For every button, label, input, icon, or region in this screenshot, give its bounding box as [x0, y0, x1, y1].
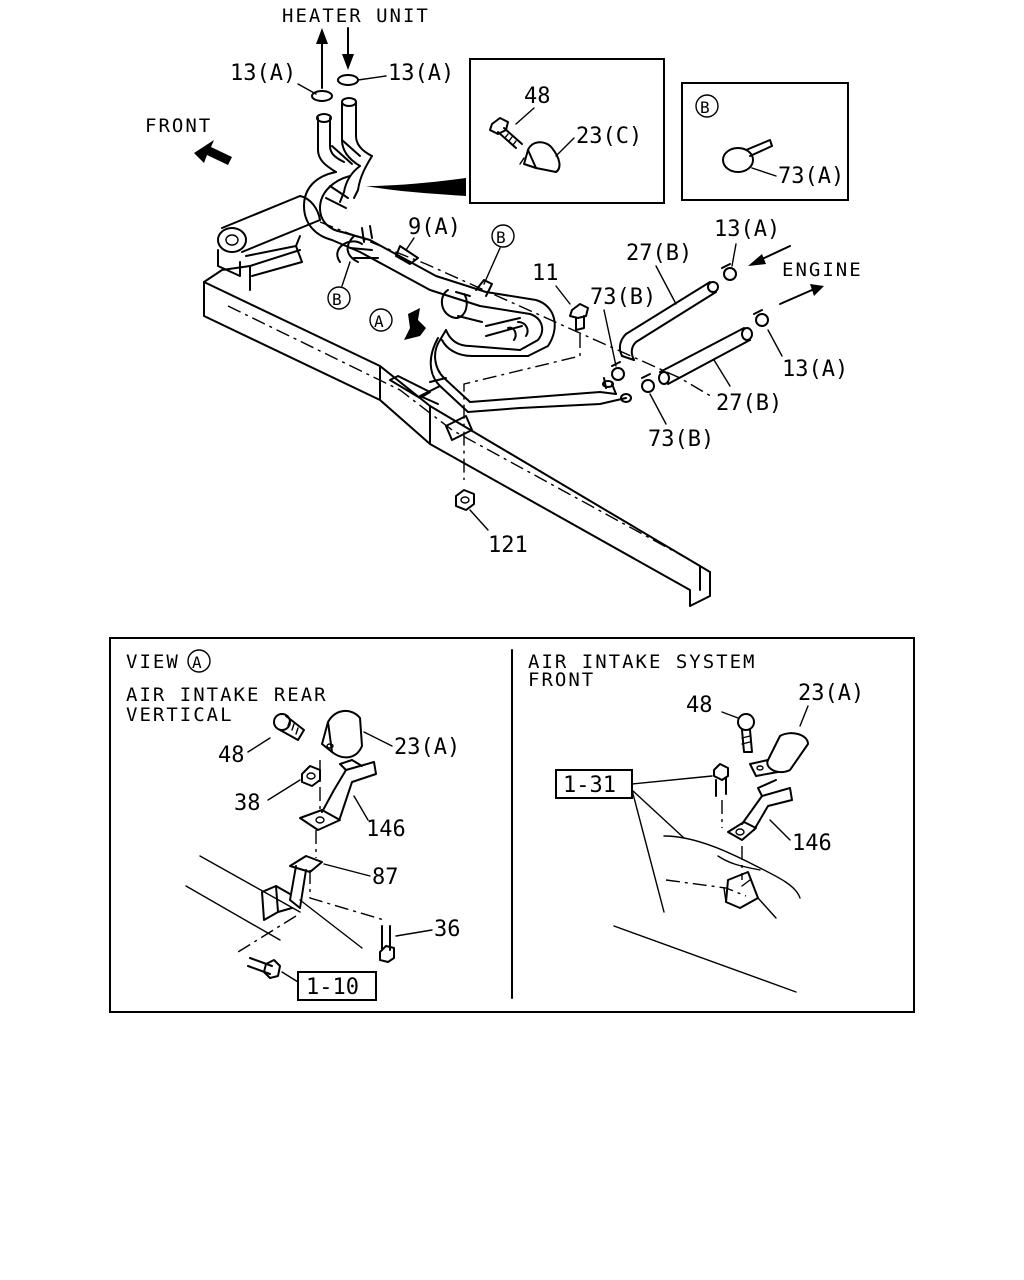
flange-nut-icon [301, 765, 321, 787]
lower-panel [109, 637, 915, 1013]
part-label-73b-upper: 73(B) [590, 285, 656, 310]
engine-hoses [618, 281, 753, 385]
heater-pipes [331, 225, 632, 441]
bolt-icon [489, 117, 523, 149]
crossmember [217, 195, 321, 277]
air-front-label-48: 48 [686, 693, 713, 718]
part-label-73a: 73(A) [778, 164, 844, 189]
view-a-label-48: 48 [218, 743, 245, 768]
view-arrow-icon [404, 308, 426, 340]
view-a-label-38: 38 [234, 791, 261, 816]
part-label-121: 121 [488, 533, 528, 558]
bolt-icon [273, 713, 305, 741]
heater-hoses [303, 97, 373, 241]
band-clamp-icon [722, 139, 773, 173]
main-assembly: HEATER UNIT 13(A) 13(A) FRONT [145, 5, 863, 607]
heater-inlet-arrow-icon [342, 27, 354, 70]
hose-clip-icon [749, 732, 809, 777]
bolt-icon [247, 957, 281, 979]
engine-supply-arrow-icon [779, 284, 824, 305]
hose-clamp-icon [611, 361, 625, 381]
hose-clip-icon [321, 710, 363, 759]
clamp-label-right: 13(A) [388, 61, 454, 86]
clamp-label-engine-upper: 13(A) [714, 217, 780, 242]
detail-box-clip [469, 58, 665, 204]
heater-outlet-arrow-icon [316, 28, 328, 89]
front-label: FRONT [145, 115, 212, 137]
bolt-icon [379, 925, 395, 963]
hose-clamp-icon [641, 373, 655, 393]
front-arrow-icon [194, 140, 232, 165]
hose-clip-icon [519, 141, 561, 173]
clamp-label-engine-lower: 13(A) [782, 357, 848, 382]
bolt-icon [737, 713, 755, 753]
callout-b-lower: B [332, 290, 342, 309]
engine-return-arrow-icon [748, 245, 791, 266]
view-a-callout: A [192, 653, 202, 672]
bracket-87-icon [261, 855, 323, 921]
part-label-9a: 9(A) [408, 215, 461, 240]
part-label-23c: 23(C) [576, 124, 642, 149]
view-a-label-87: 87 [372, 865, 399, 890]
bolt-icon [713, 763, 729, 797]
callout-a-label: A [374, 312, 384, 331]
air-front-title-1: AIR INTAKE SYSTEM [528, 651, 756, 673]
view-a-label-23a: 23(A) [394, 735, 460, 760]
hose-clamp-icon [721, 263, 737, 281]
view-a-panel: VIEW A AIR INTAKE REAR VERTICAL 48 23(A)… [126, 649, 461, 1001]
part-label-73b-lower: 73(B) [648, 427, 714, 452]
air-front-title-2: FRONT [528, 669, 595, 691]
detail-pointer-icon [366, 178, 466, 196]
bracket-146-icon [727, 779, 793, 841]
bracket-146-icon [299, 759, 377, 831]
clamp-label-left: 13(A) [230, 61, 296, 86]
hose-clamp-icon [337, 74, 359, 86]
view-a-label-36: 36 [434, 917, 461, 942]
bolt-icon [569, 303, 589, 331]
part-label-48: 48 [524, 84, 551, 109]
callout-b-label: B [700, 98, 710, 117]
view-a-ref: 1-10 [306, 975, 359, 1000]
air-front-ref: 1-31 [563, 773, 616, 798]
air-intake-front-panel: AIR INTAKE SYSTEM FRONT 48 23(A) 1-31 [528, 651, 864, 993]
part-label-27b-lower: 27(B) [716, 391, 782, 416]
heater-unit-label: HEATER UNIT [282, 5, 430, 27]
ref-box-1-10 [297, 971, 377, 1001]
frame-rail [203, 221, 715, 607]
view-a-label-146: 146 [366, 817, 406, 842]
air-front-label-146: 146 [792, 831, 832, 856]
engine-label: ENGINE [782, 259, 863, 281]
part-label-11: 11 [532, 261, 559, 286]
flange-nut-icon [455, 489, 475, 511]
callout-b-pipe: B [496, 228, 506, 247]
view-a-title: VIEW [126, 651, 180, 673]
air-front-label-23a: 23(A) [798, 681, 864, 706]
view-a-subtitle-1: AIR INTAKE REAR [126, 684, 328, 706]
hose-clamp-icon [753, 309, 769, 327]
part-label-27b-upper: 27(B) [626, 241, 692, 266]
hose-clamp-icon [311, 90, 333, 102]
view-a-subtitle-2: VERTICAL [126, 704, 234, 726]
detail-box-b [681, 82, 849, 201]
